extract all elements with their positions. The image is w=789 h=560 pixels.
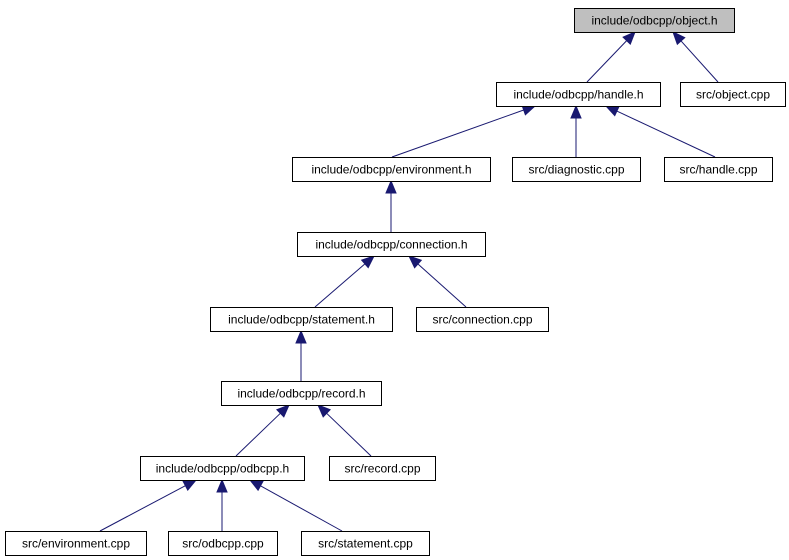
edge-line (326, 412, 372, 457)
arrowhead (360, 255, 375, 269)
arrowhead (182, 479, 198, 491)
node-label: include/odbcpp/statement.h (228, 313, 375, 327)
edge-line (391, 109, 524, 158)
edge-line (417, 263, 467, 308)
node-label: src/object.cpp (696, 88, 770, 102)
node-environment-cpp[interactable]: src/environment.cpp (5, 531, 147, 556)
edge-line (314, 263, 366, 308)
arrowhead (622, 31, 636, 45)
node-label: src/diagnostic.cpp (528, 163, 624, 177)
node-box (664, 157, 773, 182)
node-label: src/odbcpp.cpp (182, 537, 264, 551)
edge-record_h-to-statement_h (295, 329, 307, 381)
edge-diagnostic_cpp-to-handle_h (570, 104, 582, 157)
edge-handle_h-to-object_h (586, 31, 636, 83)
node-box (301, 531, 430, 556)
node-box (221, 381, 382, 406)
node-odbcpp-cpp[interactable]: src/odbcpp.cpp (168, 531, 278, 556)
node-handle-cpp[interactable]: src/handle.cpp (664, 157, 773, 182)
edge-object_cpp-to-object_h (672, 31, 719, 83)
edge-line (235, 412, 281, 457)
node-record-cpp[interactable]: src/record.cpp (329, 456, 436, 481)
edge-line (260, 485, 343, 532)
node-connection-h[interactable]: include/odbcpp/connection.h (297, 232, 486, 257)
node-label: include/odbcpp/environment.h (311, 163, 471, 177)
node-statement-h[interactable]: include/odbcpp/statement.h (210, 307, 393, 332)
node-object-h[interactable]: include/odbcpp/object.h (574, 8, 735, 33)
node-odbcpp-h[interactable]: include/odbcpp/odbcpp.h (140, 456, 305, 481)
edges (99, 31, 719, 532)
node-label: src/handle.cpp (679, 163, 757, 177)
arrowhead (570, 104, 582, 119)
node-box (496, 82, 661, 107)
edge-statement_h-to-connection_h (314, 255, 375, 308)
node-label: include/odbcpp/object.h (591, 14, 717, 28)
edge-odbcpp_h-to-record_h (235, 404, 290, 457)
node-object-cpp[interactable]: src/object.cpp (680, 82, 786, 107)
node-box (329, 456, 436, 481)
node-box (680, 82, 786, 107)
edge-connection_h-to-environment_h (385, 179, 397, 232)
node-box (416, 307, 549, 332)
node-box (297, 232, 486, 257)
edge-line (616, 110, 716, 158)
node-label: include/odbcpp/handle.h (513, 88, 643, 102)
node-label: src/record.cpp (344, 462, 420, 476)
node-label: src/statement.cpp (318, 537, 413, 551)
edge-odbcpp_cpp-to-odbcpp_h (216, 478, 228, 531)
edge-environment_cpp-to-odbcpp_h (99, 479, 198, 532)
node-label: include/odbcpp/connection.h (315, 238, 467, 252)
node-box (292, 157, 491, 182)
edge-record_cpp-to-record_h (317, 404, 372, 457)
node-record-h[interactable]: include/odbcpp/record.h (221, 381, 382, 406)
edge-line (586, 40, 628, 83)
arrowhead (408, 255, 423, 269)
edge-line (99, 485, 186, 532)
edge-handle_cpp-to-handle_h (604, 105, 716, 158)
arrowhead (295, 329, 307, 344)
node-statement-cpp[interactable]: src/statement.cpp (301, 531, 430, 556)
node-label: include/odbcpp/record.h (237, 387, 365, 401)
edge-statement_cpp-to-odbcpp_h (248, 479, 343, 532)
node-connection-cpp[interactable]: src/connection.cpp (416, 307, 549, 332)
node-box (168, 531, 278, 556)
node-box (5, 531, 147, 556)
arrowhead (216, 478, 228, 493)
arrowhead (604, 105, 620, 117)
arrowhead (248, 479, 264, 492)
edge-environment_h-to-handle_h (391, 104, 537, 158)
node-diagnostic-cpp[interactable]: src/diagnostic.cpp (512, 157, 641, 182)
node-label: src/environment.cpp (22, 537, 130, 551)
node-label: include/odbcpp/odbcpp.h (156, 462, 289, 476)
node-box (574, 8, 735, 33)
node-box (140, 456, 305, 481)
edge-line (680, 40, 719, 83)
node-handle-h[interactable]: include/odbcpp/handle.h (496, 82, 661, 107)
node-box (210, 307, 393, 332)
nodes: include/odbcpp/object.h include/odbcpp/ha… (5, 8, 786, 556)
arrowhead (276, 404, 290, 418)
node-environment-h[interactable]: include/odbcpp/environment.h (292, 157, 491, 182)
node-label: src/connection.cpp (432, 313, 532, 327)
arrowhead (385, 179, 397, 194)
arrowhead (672, 31, 686, 46)
edge-connection_cpp-to-connection_h (408, 255, 467, 308)
node-box (512, 157, 641, 182)
arrowhead (317, 404, 331, 418)
